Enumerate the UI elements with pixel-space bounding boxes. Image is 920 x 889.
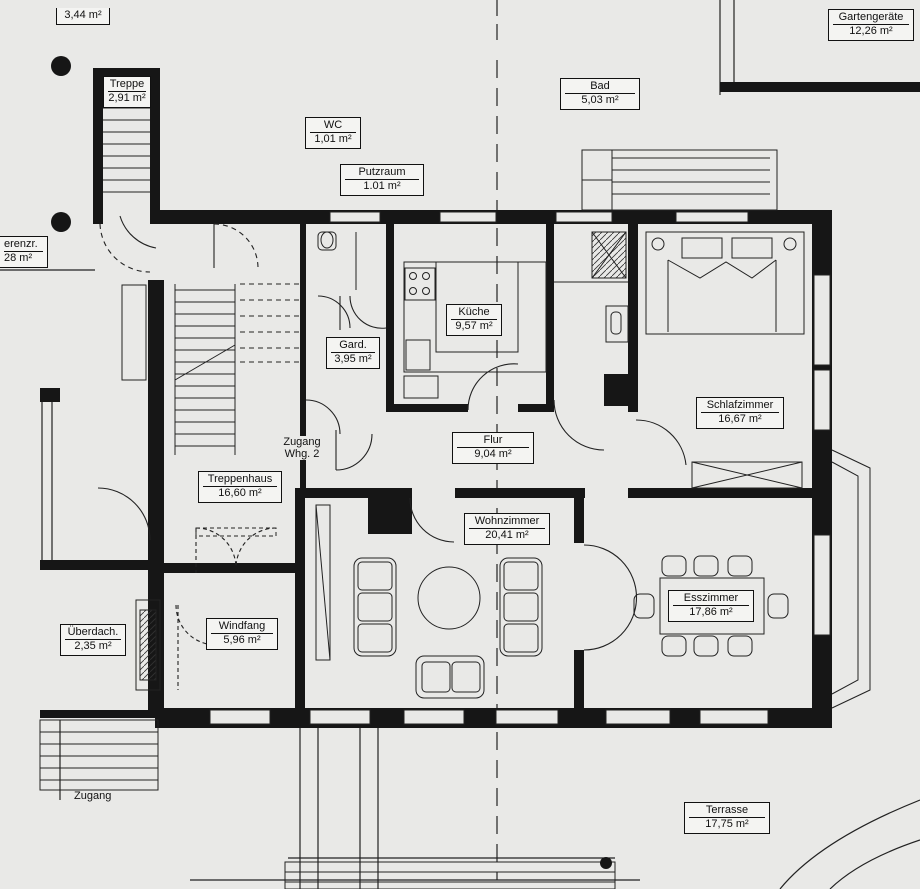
windows <box>121 211 831 725</box>
room-label-terrasse: Terrasse 17,75 m² <box>684 802 770 834</box>
note-zugang-wohnung: Zugang Whg. 2 <box>278 436 326 460</box>
room-label-esszimmer: Esszimmer 17,86 m² <box>668 590 754 622</box>
room-label-flur: Flur 9,04 m² <box>452 432 534 464</box>
room-label-gard: Gard. 3,95 m² <box>326 337 380 369</box>
room-label-kueche: Küche 9,57 m² <box>446 304 502 336</box>
note-zugang: Zugang <box>74 790 112 802</box>
room-label-wc: WC 1,01 m² <box>305 117 361 149</box>
room-label-top-left: 3,44 m² <box>56 8 110 25</box>
room-label-gartengeraete: Gartengeräte 12,26 m² <box>828 9 914 41</box>
staircases <box>39 83 778 889</box>
room-label-treppenhaus: Treppenhaus 16,60 m² <box>198 471 282 503</box>
room-label-wohnzimmer: Wohnzimmer 20,41 m² <box>464 513 550 545</box>
fixtures <box>135 231 871 709</box>
markers <box>51 56 612 869</box>
room-label-ueberdach: Überdach. 2,35 m² <box>60 624 126 656</box>
room-label-putzraum: Putzraum 1.01 m² <box>340 164 424 196</box>
room-label-treppe: Treppe 2,91 m² <box>103 76 151 108</box>
room-label-gast: erenzr. 28 m² <box>0 236 48 268</box>
room-label-bad: Bad 5,03 m² <box>560 78 640 110</box>
room-label-schlafzimmer: Schlafzimmer 16,67 m² <box>696 397 784 429</box>
room-label-windfang: Windfang 5,96 m² <box>206 618 278 650</box>
doors <box>97 215 687 690</box>
